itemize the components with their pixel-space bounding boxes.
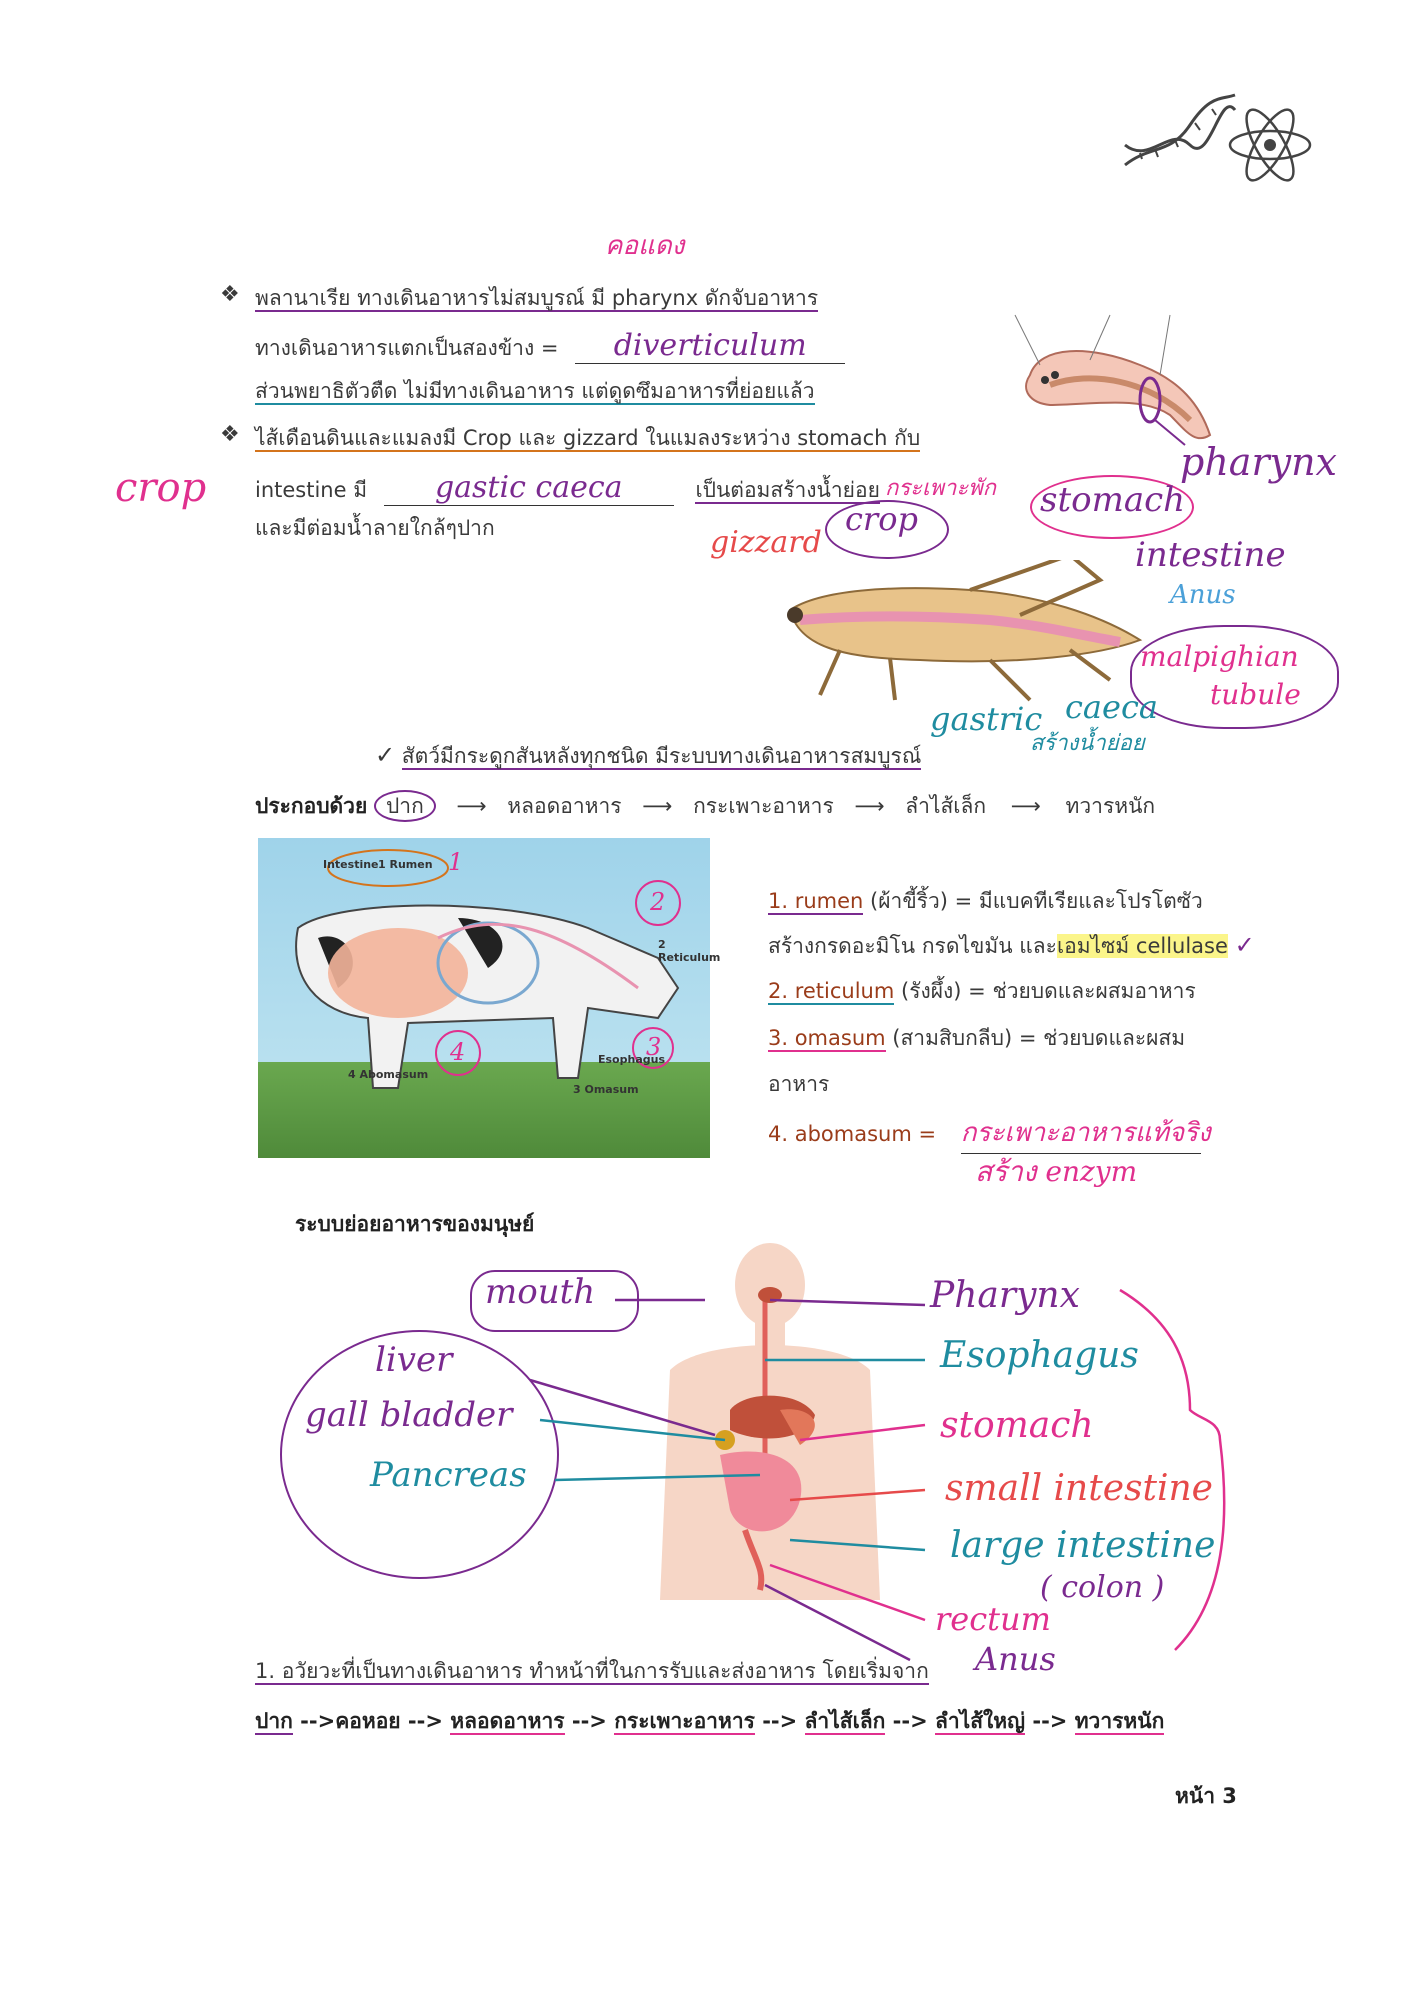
diverticulum-answer: diverticulum — [613, 328, 807, 363]
cow-abomasum-label: 4 Abomasum — [348, 1068, 429, 1081]
cow-omasum-label: 3 Omasum — [573, 1083, 639, 1096]
malpighian-label: malpighian — [1140, 640, 1299, 673]
stomach-circle — [1030, 475, 1194, 539]
bullet-icon: ❖ — [220, 422, 240, 447]
flatworm-line2: ทางเดินอาหารแตกเป็นสองข้าง = diverticulu… — [255, 328, 846, 365]
insect-line3: และมีต่อมน้ำลายใกล้ๆปาก — [255, 516, 495, 540]
flatworm-line1: พลานาเรีย ทางเดินอาหารไม่สมบูรณ์ มี phar… — [255, 286, 819, 312]
insect-line1: ไส้เดือนดินและแมลงมี Crop และ gizzard ใน… — [255, 426, 921, 452]
human-body-diagram — [660, 1243, 880, 1600]
pharynx-human-label: Pharynx — [930, 1275, 1080, 1316]
large-intestine-label: large intestine — [950, 1525, 1216, 1566]
atom-icon — [1228, 108, 1312, 182]
human-section-title: ระบบย่อยอาหารของมนุษย์ — [295, 1212, 535, 1236]
crop-thai-label: กระเพาะพัก — [885, 476, 996, 501]
rumen-note-cont: สร้างกรดอะมิโน กรดไขมัน และเอมไซม์ cellu… — [768, 931, 1255, 959]
footer-item1: 1. อวัยวะที่เป็นทางเดินอาหาร ทำหน้าที่ใน… — [255, 1659, 929, 1685]
planaria-diagram — [1014, 314, 1212, 446]
mouth-label: mouth — [485, 1272, 596, 1312]
vertebrate-flow: ประกอบด้วย ปาก ⟶ หลอดอาหาร ⟶ กระเพาะอาหา… — [255, 790, 1155, 823]
heading-note: คอแดง — [605, 231, 685, 261]
rectum-label: rectum — [935, 1600, 1051, 1638]
accessory-organs-circle — [280, 1330, 559, 1579]
dna-icon — [1124, 93, 1237, 167]
liver-label: liver — [375, 1340, 453, 1380]
hand-number-4: 4 — [450, 1038, 466, 1066]
malpighian-bubble — [1130, 625, 1339, 729]
bullet-icon: ❖ — [220, 282, 240, 307]
hand-number-2: 2 — [650, 888, 666, 916]
anus-label: Anus — [1170, 580, 1236, 610]
cow-rumen-label: 1 Rumen — [378, 858, 433, 871]
reticulum-note: 2. reticulum (รังผึ้ง) = ช่วยบดและผสมอาห… — [768, 979, 1196, 1005]
small-intestine-label: small intestine — [945, 1468, 1213, 1509]
omasum-note-cont: อาหาร — [768, 1072, 830, 1096]
abomasum-answer2: สร้าง enzym — [975, 1155, 1138, 1188]
cow-esophagus-label: Esophagus — [598, 1053, 665, 1066]
esophagus-human-label: Esophagus — [940, 1335, 1139, 1376]
crop-label: crop — [845, 500, 918, 538]
gizzard-label: gizzard — [710, 525, 822, 560]
pancreas-label: Pancreas — [370, 1455, 527, 1495]
intestine-label: intestine — [1135, 535, 1286, 575]
cow-reticulum-label: 2 Reticulum — [658, 938, 721, 964]
crop-circle — [825, 500, 949, 559]
grasshopper-diagram — [787, 560, 1143, 702]
cow-intestine-label: Intestine — [323, 858, 379, 871]
rumen-note: 1. rumen (ผ้าขี้ริ้ว) = มีแบคทีเรียและโป… — [768, 889, 1203, 915]
anus-human-label: Anus — [975, 1640, 1056, 1678]
cow-diagram: Intestine 1 Rumen 2 Reticulum Esophagus … — [258, 838, 720, 1158]
gastric-label: gastric — [930, 700, 1043, 738]
colon-label: ( colon ) — [1040, 1570, 1165, 1605]
caeca-note: สร้างน้ำย่อย — [1030, 731, 1145, 756]
stomach-label: stomach — [1040, 480, 1186, 520]
page-number: หน้า 3 — [1175, 1784, 1237, 1808]
flatworm-line3: ส่วนพยาธิตัวตืด ไม่มีทางเดินอาหาร แต่ดูด… — [255, 379, 815, 405]
insect-line2: intestine มี gastic caeca เป็นต่อมสร้างน… — [255, 470, 880, 506]
hand-number-1: 1 — [448, 848, 464, 876]
hand-number-3: 3 — [646, 1033, 662, 1061]
abomasum-note: 4. abomasum = กระเพาะอาหารแท้จริง — [768, 1112, 1211, 1154]
caeca-label: caeca — [1065, 688, 1158, 726]
gastic-caeca-answer: gastic caeca — [434, 470, 623, 505]
tubule-label: tubule — [1210, 678, 1301, 711]
pharynx-label: pharynx — [1180, 440, 1337, 484]
gall-bladder-label: gall bladder — [305, 1395, 513, 1435]
vertebrate-statement: ✓ สัตว์มีกระดูกสันหลังทุกชนิด มีระบบทางเ… — [375, 741, 922, 770]
crop-margin-note: crop — [115, 465, 207, 511]
omasum-note: 3. omasum (สามสิบกลีบ) = ช่วยบดและผสม — [768, 1026, 1186, 1052]
digestive-path: ปาก -->คอหอย --> หลอดอาหาร --> กระเพาะอา… — [255, 1709, 1165, 1735]
stomach-human-label: stomach — [940, 1405, 1094, 1446]
